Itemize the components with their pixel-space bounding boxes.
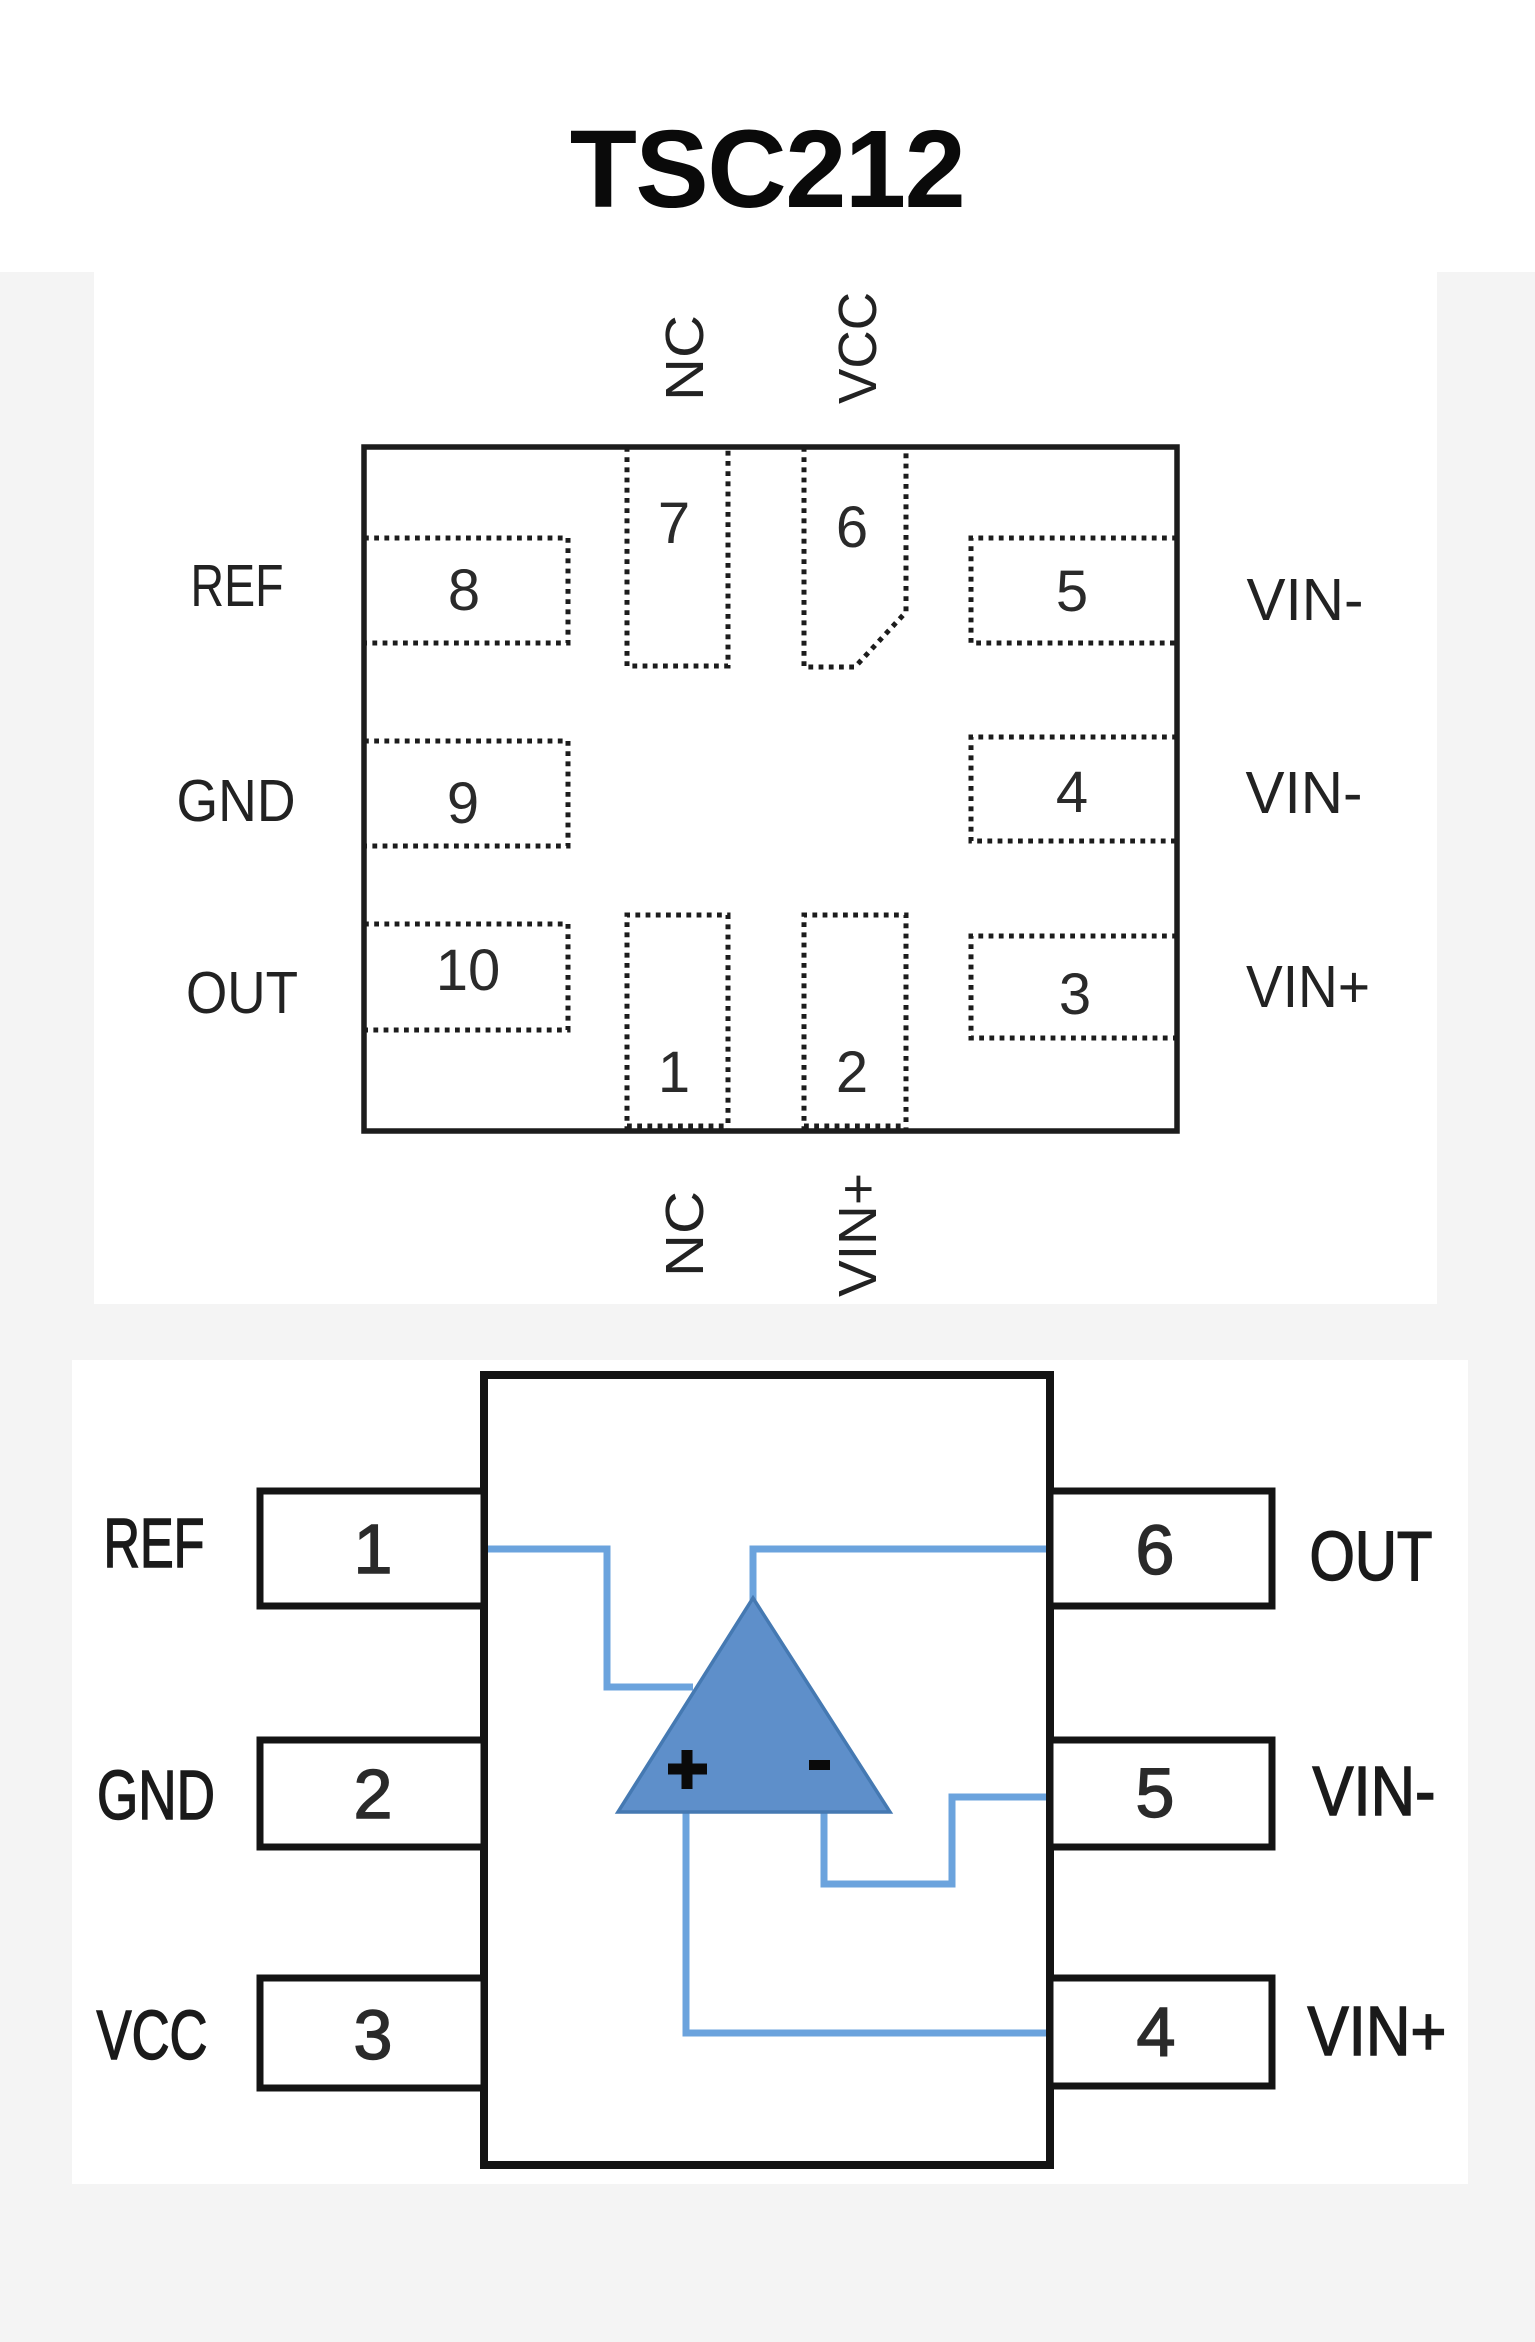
- svg-text:9: 9: [447, 771, 479, 836]
- svg-text:3: 3: [1059, 962, 1091, 1027]
- svg-text:6: 6: [1136, 1511, 1175, 1589]
- svg-text:6: 6: [836, 495, 868, 560]
- svg-text:GND: GND: [97, 1756, 215, 1834]
- svg-text:GND: GND: [177, 768, 296, 834]
- svg-text:REF: REF: [191, 553, 284, 619]
- svg-text:OUT: OUT: [1310, 1517, 1433, 1595]
- svg-text:5: 5: [1056, 559, 1088, 624]
- svg-text:VIN-: VIN-: [1313, 1752, 1436, 1830]
- svg-text:4: 4: [1137, 1993, 1176, 2071]
- svg-text:VIN-: VIN-: [1246, 760, 1363, 826]
- svg-text:VIN+: VIN+: [828, 1173, 888, 1297]
- svg-text:VIN+: VIN+: [1246, 954, 1370, 1020]
- svg-text:VCC: VCC: [828, 292, 888, 404]
- svg-text:VCC: VCC: [97, 1996, 208, 2074]
- svg-text:7: 7: [658, 491, 690, 556]
- svg-text:NC: NC: [655, 315, 715, 401]
- svg-text:5: 5: [1136, 1754, 1175, 1832]
- svg-text:2: 2: [354, 1755, 393, 1833]
- svg-text:1: 1: [658, 1040, 690, 1105]
- svg-text:REF: REF: [104, 1504, 205, 1582]
- svg-text:TSC212: TSC212: [570, 108, 965, 231]
- svg-text:1: 1: [354, 1510, 393, 1588]
- svg-text:VIN-: VIN-: [1247, 567, 1364, 633]
- svg-text:VIN+: VIN+: [1308, 1992, 1447, 2070]
- svg-text:NC: NC: [655, 1191, 715, 1277]
- svg-text:3: 3: [354, 1996, 393, 2074]
- svg-text:10: 10: [436, 938, 501, 1003]
- svg-text:2: 2: [836, 1040, 868, 1105]
- svg-text:4: 4: [1056, 760, 1088, 825]
- svg-text:OUT: OUT: [186, 960, 298, 1026]
- svg-text:8: 8: [448, 558, 480, 623]
